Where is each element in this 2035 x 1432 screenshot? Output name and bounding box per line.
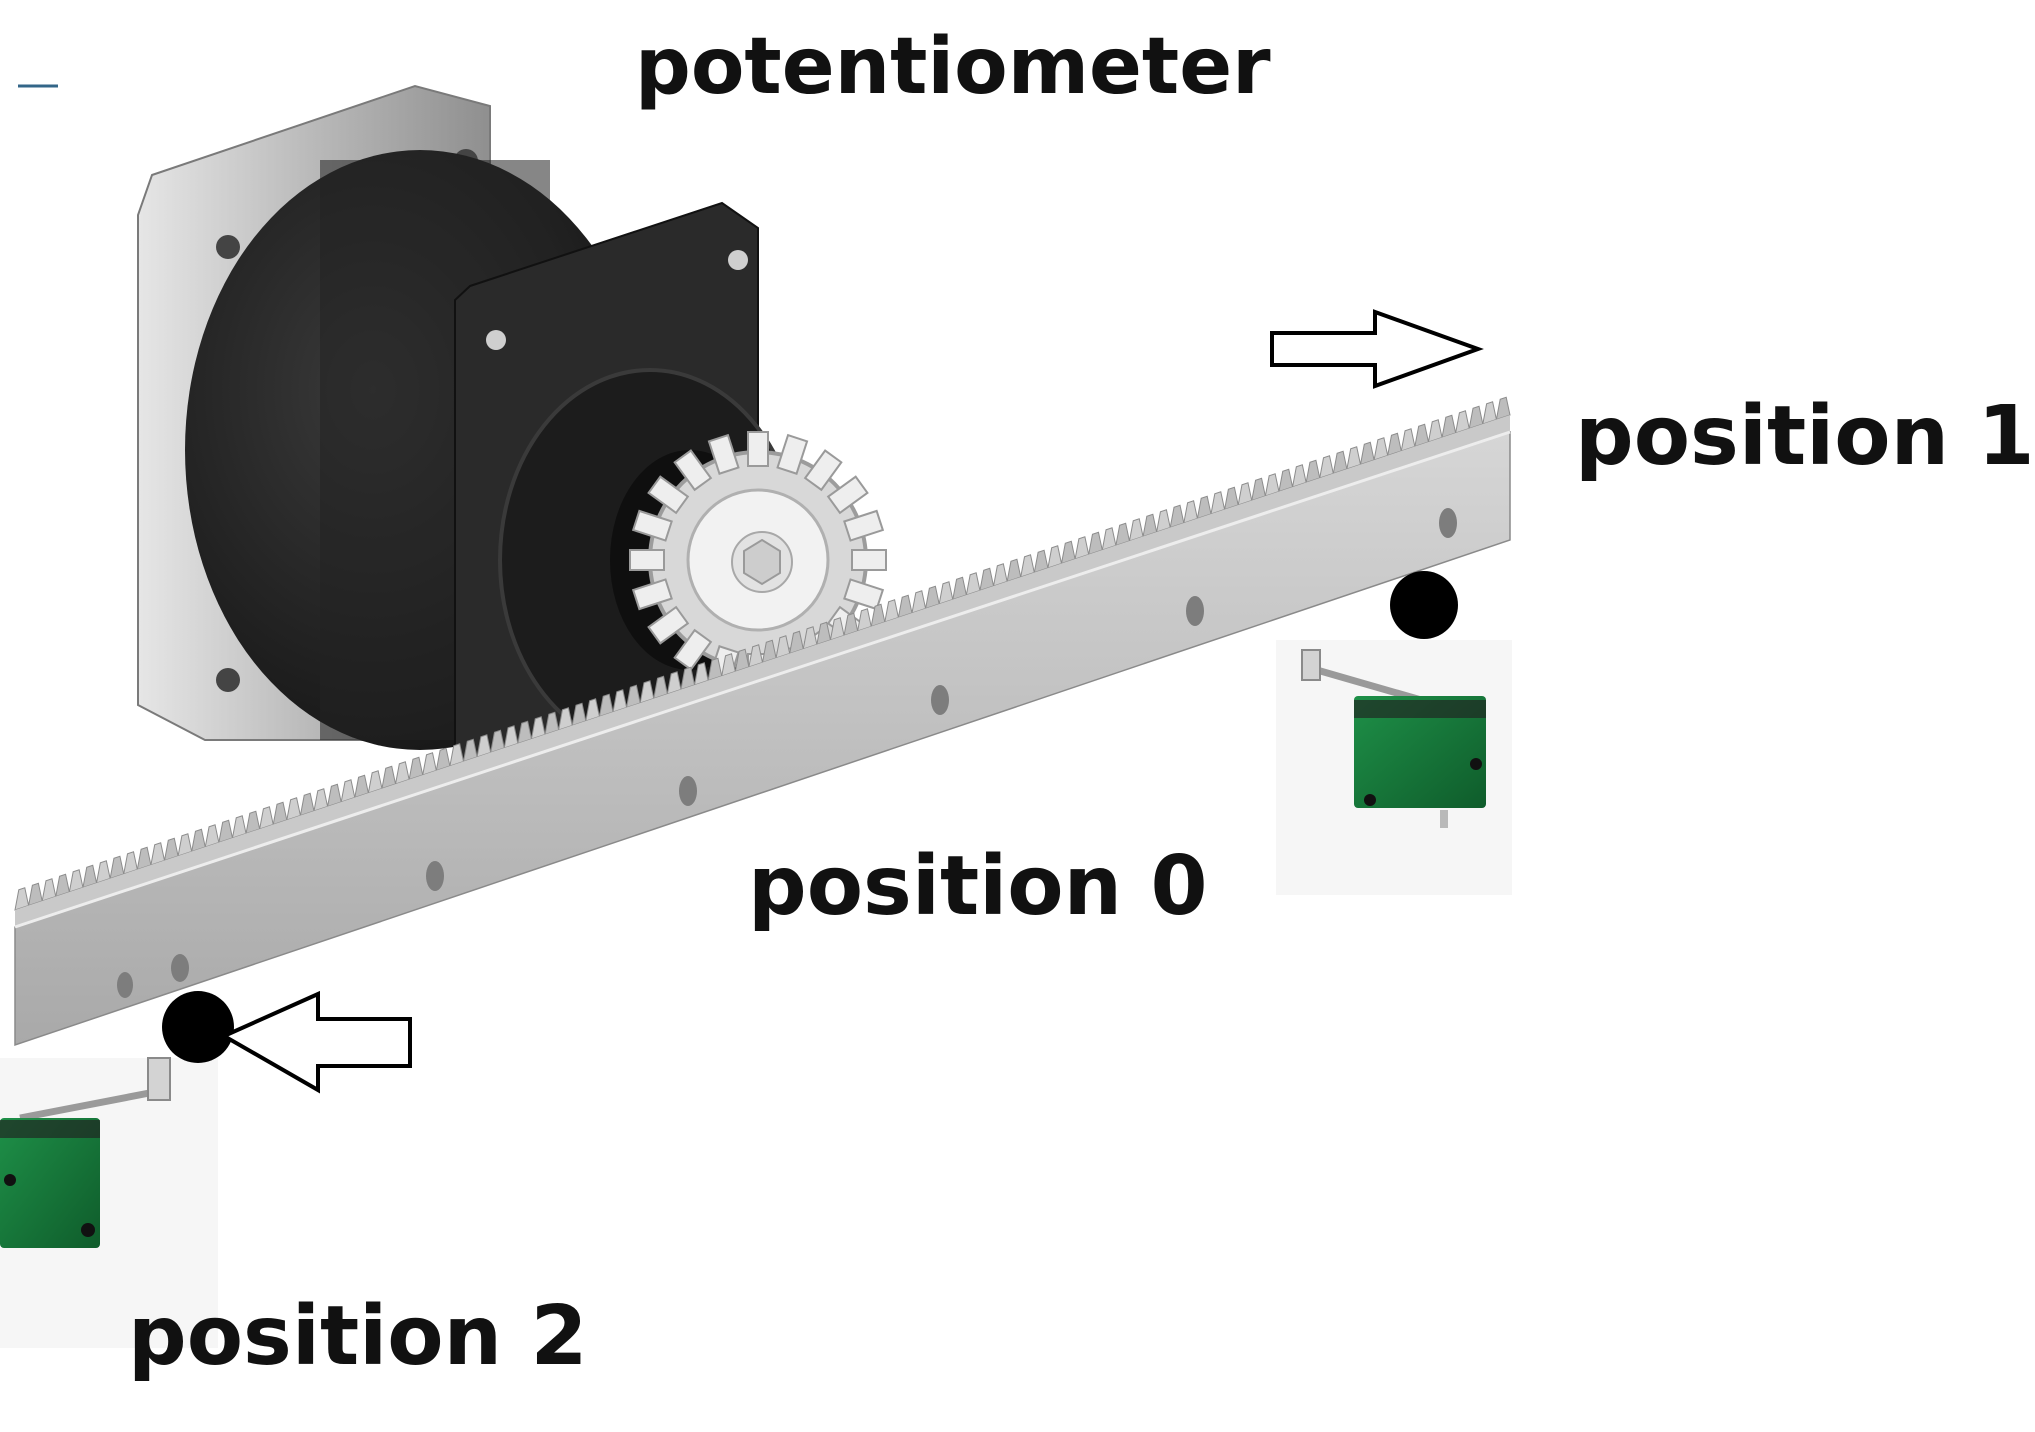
rack-tooth (95, 860, 111, 884)
label-position-2: position 2 (128, 1289, 588, 1384)
rack-edge-line (14, 430, 1511, 929)
gear-rack (14, 396, 1511, 1047)
rack-teeth (14, 396, 1511, 911)
label-position-0: position 0 (748, 839, 1208, 934)
limit-switch-icon (1276, 640, 1512, 895)
flange-bolt-hole (216, 668, 240, 692)
limit-switch-icon (0, 1057, 218, 1348)
rack-mounting-holes (117, 508, 1457, 998)
outline-arrow-icon (219, 990, 412, 1094)
label-potentiometer: potentiometer (635, 22, 1271, 112)
rack-tooth (245, 810, 261, 835)
rack-tooth (68, 869, 84, 893)
pinion-gear-icon (629, 431, 887, 689)
rack-tooth (123, 851, 138, 875)
label-position-1: position 1 (1575, 389, 2035, 484)
contact-dot-position-2 (162, 991, 234, 1063)
outline-arrow-icon (1270, 309, 1484, 389)
front-bolt-hole (728, 250, 748, 270)
rack-top-face (15, 415, 1510, 927)
contact-dot-position-1 (1390, 571, 1458, 639)
front-bolt-hole (486, 330, 506, 350)
flange-bolt-hole (216, 235, 240, 259)
rack-and-pinion-diagram (0, 84, 1512, 1348)
rack-tooth (258, 806, 274, 830)
